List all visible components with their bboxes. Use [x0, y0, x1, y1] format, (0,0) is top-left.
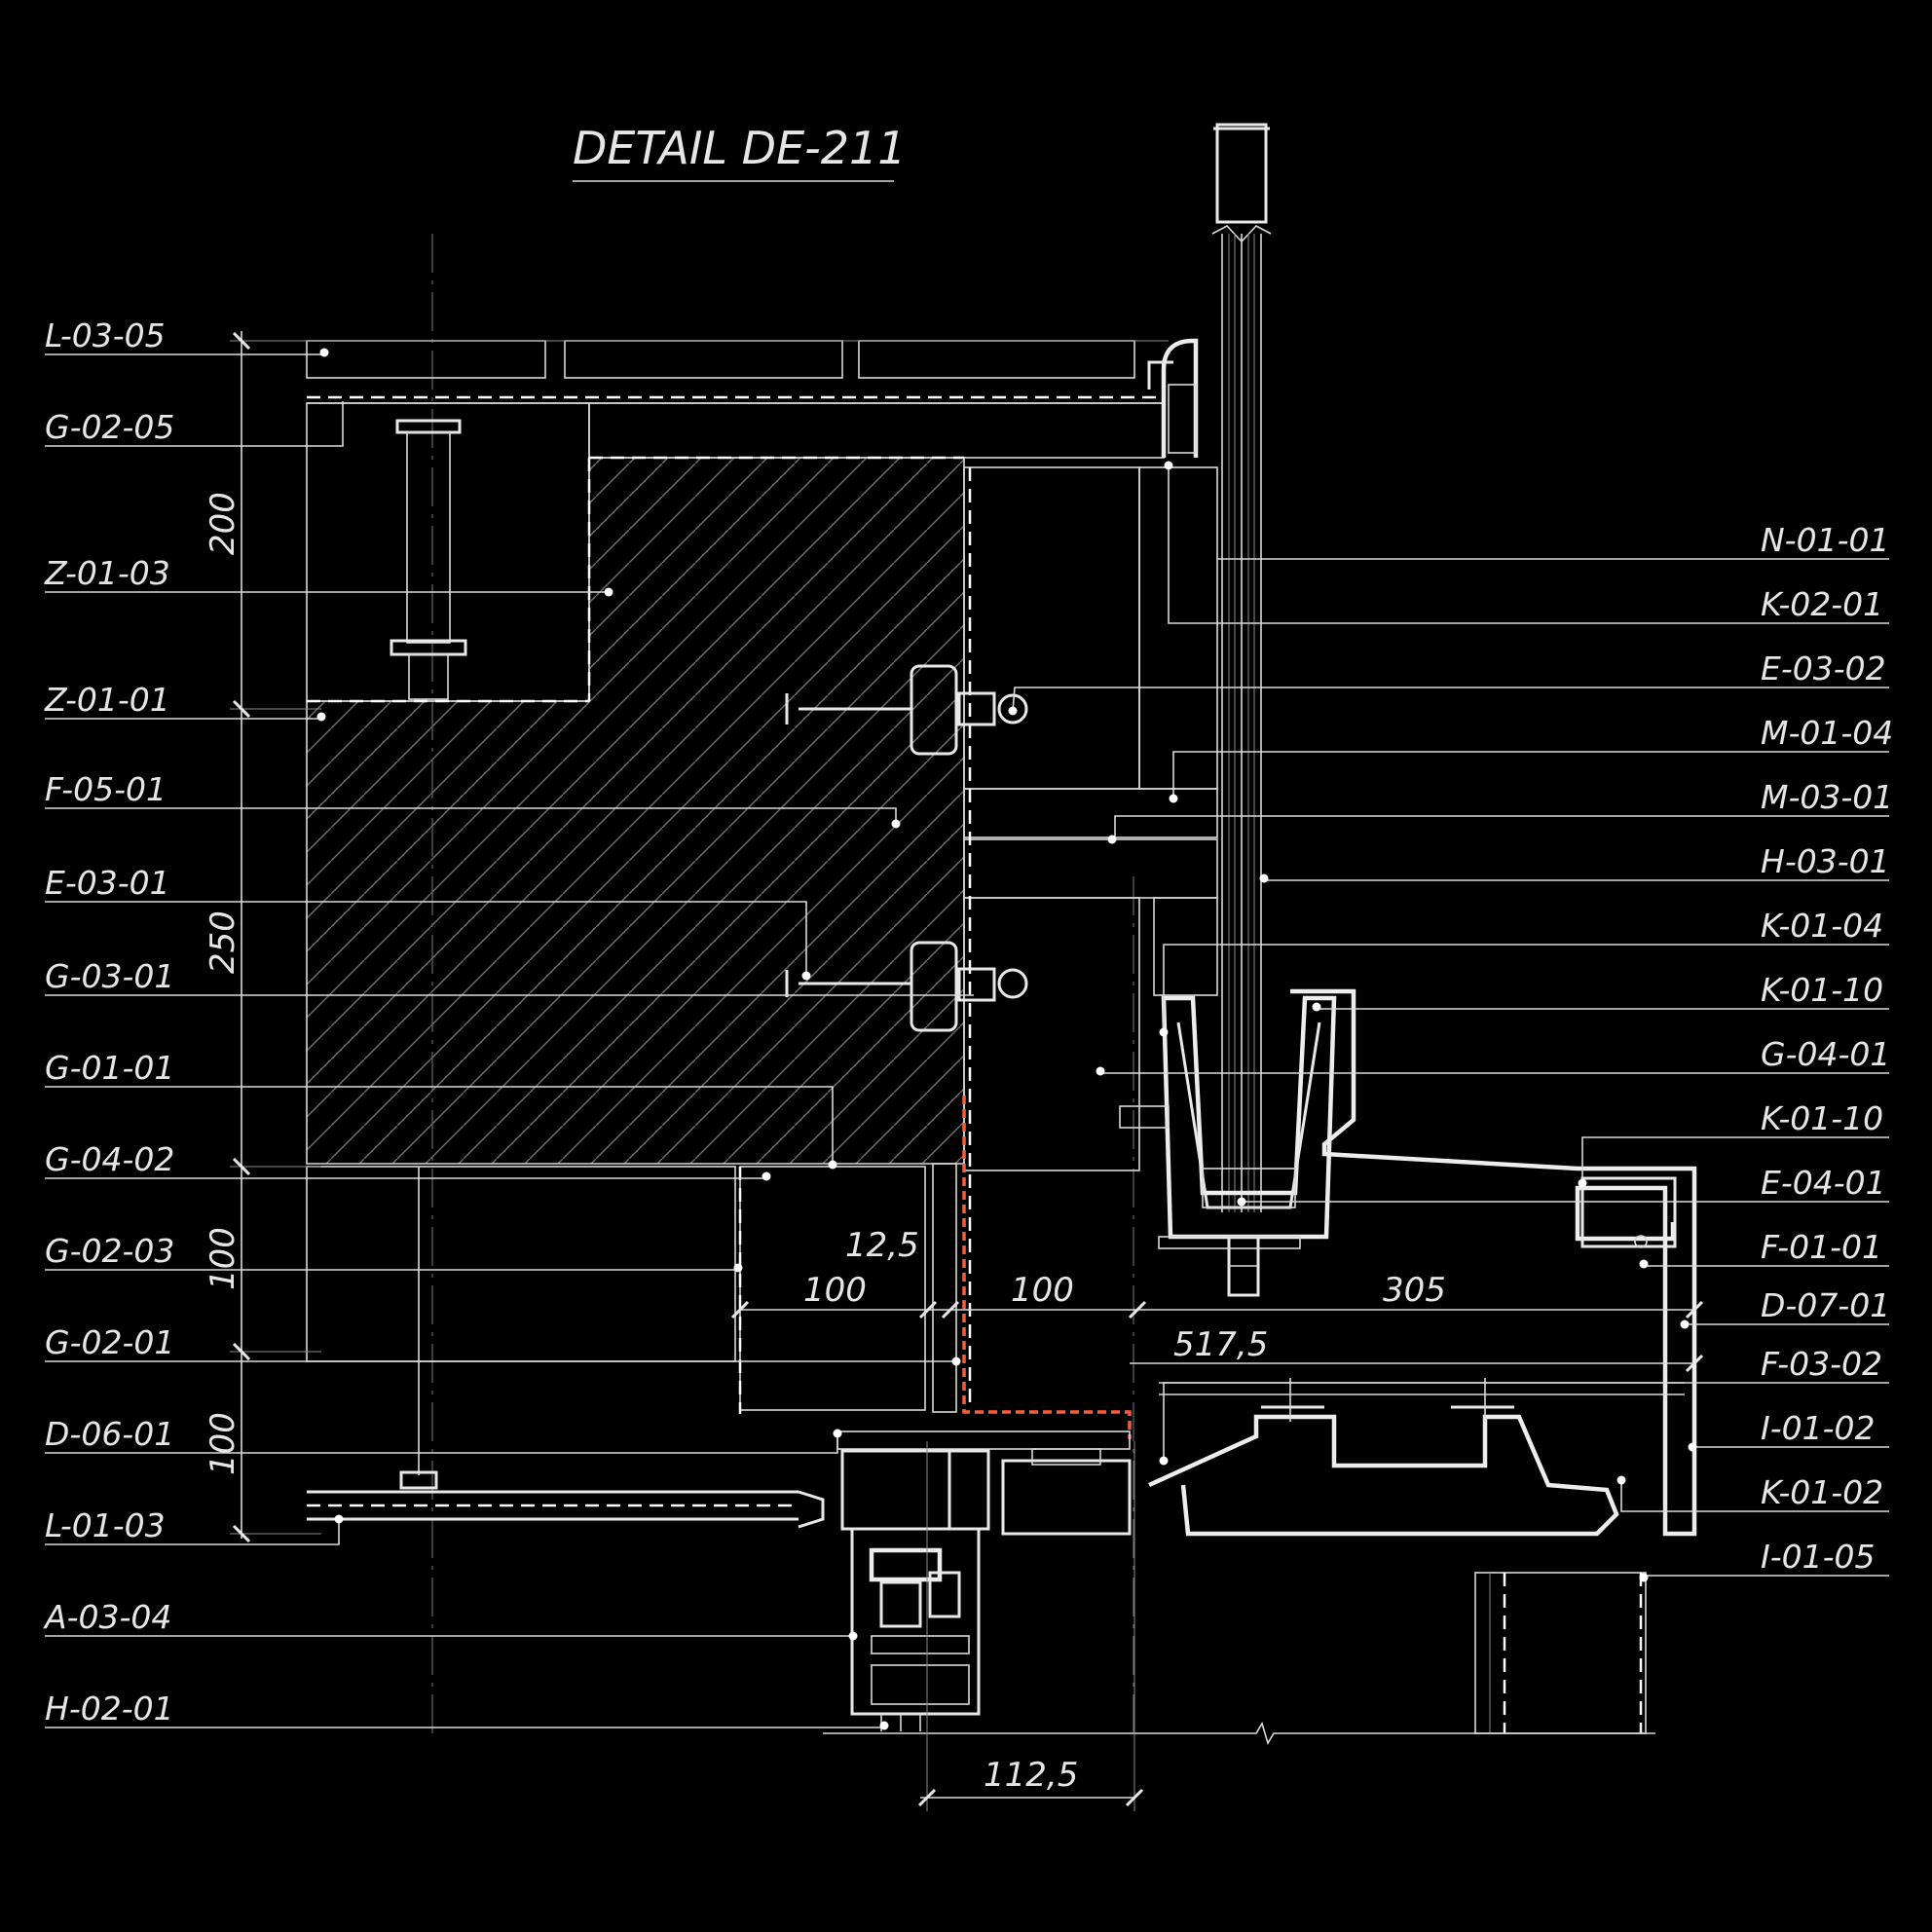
left-tag: A-03-04 [43, 1598, 171, 1636]
glass-clamp-profile [1119, 995, 1337, 1297]
dim-200: 200 [204, 492, 242, 555]
dim-100-lower: 100 [204, 1412, 242, 1475]
left-tag: D-06-01 [45, 1415, 174, 1453]
section-break-line [823, 1722, 1655, 1745]
dim-517-5: 517,5 [1173, 1325, 1268, 1364]
edge-cladding [1290, 988, 1697, 1537]
fire-seal [932, 1096, 1132, 1439]
right-tag: D-07-01 [1761, 1286, 1890, 1324]
right-tag-list: N-01-01 K-02-01 E-03-02 M-01-04 M-03-01 … [1008, 461, 1893, 1582]
paving-tiles [306, 340, 1135, 379]
vertical-dimension-chain [230, 331, 1169, 1543]
horizontal-dimension-lines [730, 1300, 1704, 1811]
left-tag: H-02-01 [45, 1690, 174, 1728]
anchor-bolt-lower [785, 941, 1028, 1032]
left-tag: L-01-03 [45, 1506, 166, 1544]
right-tag: K-01-10 [1761, 1099, 1883, 1137]
dim-305: 305 [1383, 1271, 1446, 1310]
left-tag: F-05-01 [45, 770, 167, 808]
left-tag: G-03-01 [45, 957, 174, 995]
right-tag: E-04-01 [1761, 1164, 1886, 1202]
soffit-profile [1148, 1378, 1685, 1537]
right-tag: G-04-01 [1761, 1035, 1890, 1073]
anchor-bolt-upper [785, 664, 1028, 756]
right-tag: E-03-02 [1761, 650, 1886, 687]
detail-title: DETAIL DE-211 [573, 122, 907, 174]
left-tag: L-03-05 [45, 316, 166, 354]
concrete-slab [306, 457, 965, 1165]
dim-100-upper: 100 [204, 1227, 242, 1290]
left-tag: G-02-05 [45, 408, 174, 446]
lower-facade-panel [1474, 1572, 1647, 1734]
dim-112-5: 112,5 [984, 1756, 1078, 1795]
right-tag: N-01-01 [1761, 521, 1889, 559]
left-tag: G-01-01 [45, 1049, 174, 1087]
left-tag-list: L-03-05 G-02-05 Z-01-03 Z-01-01 F-05-01 … [43, 316, 974, 1730]
dim-100-right: 100 [1011, 1271, 1074, 1310]
window-frame [836, 1430, 1132, 1731]
right-tag: F-03-02 [1761, 1345, 1882, 1383]
suspended-ceiling [307, 1167, 825, 1529]
right-tag: M-01-04 [1761, 714, 1893, 752]
glass-balustrade [1211, 123, 1272, 1212]
right-tag: K-02-01 [1761, 585, 1883, 623]
left-tag: G-02-01 [45, 1323, 174, 1361]
right-tag: F-01-01 [1761, 1228, 1882, 1266]
dim-12-5: 12,5 [845, 1226, 919, 1265]
right-tag: M-03-01 [1761, 778, 1893, 816]
left-tag: E-03-01 [45, 864, 170, 902]
coping-cap [1147, 338, 1199, 458]
right-tag: K-01-02 [1761, 1473, 1883, 1511]
left-tag: Z-01-01 [44, 681, 170, 719]
dim-100-left: 100 [803, 1271, 867, 1310]
right-tag: K-01-04 [1761, 907, 1883, 945]
right-tag: H-03-01 [1761, 842, 1890, 880]
dim-250: 250 [204, 910, 242, 974]
right-tag: I-01-05 [1761, 1538, 1876, 1576]
right-tag: I-01-02 [1761, 1409, 1876, 1447]
right-tag: K-01-10 [1761, 971, 1883, 1009]
left-tag: Z-01-03 [44, 554, 170, 592]
pedestal-support [390, 419, 467, 700]
left-tag: G-04-02 [45, 1140, 174, 1178]
wall-insulation [963, 466, 1218, 1402]
left-tag: G-02-03 [45, 1232, 174, 1270]
